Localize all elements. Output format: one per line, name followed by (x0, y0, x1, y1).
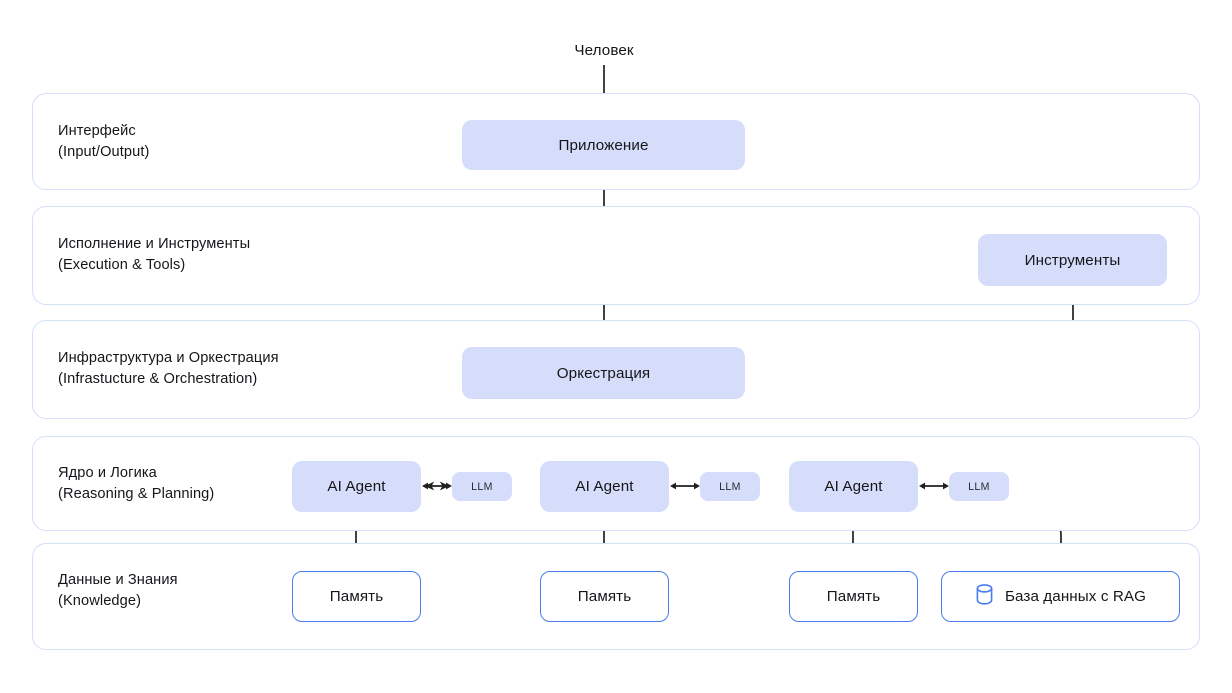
node-human[interactable]: Человек (574, 41, 634, 59)
agent-llm-link-1 (422, 481, 452, 491)
database-cylinder-icon (975, 583, 994, 610)
agent-llm-link-2 (670, 482, 700, 490)
layer-label-infrastructure: Инфраструктура и Оркестрация (Infrastuct… (58, 350, 279, 387)
agent-llm-link-3 (919, 482, 949, 490)
node-memory-1[interactable]: Память (292, 571, 421, 622)
layer-label-execution: Исполнение и Инструменты (Execution & To… (58, 236, 251, 273)
layer-label-interface: Интерфейс (Input/Output) (58, 123, 150, 160)
node-memory-3[interactable]: Память (789, 571, 918, 622)
node-ai-agent-3[interactable]: AI Agent (789, 461, 918, 512)
node-rag-database-label: База данных с RAG (1004, 588, 1147, 605)
node-ai-agent-1[interactable]: AI Agent (292, 461, 421, 512)
layer-label-knowledge: Данные и Знания (Knowledge) (58, 572, 178, 609)
node-memory-2[interactable]: Память (540, 571, 669, 622)
node-llm-2[interactable]: LLM (700, 472, 760, 501)
node-rag-database[interactable]: База данных с RAG (941, 571, 1180, 622)
layer-label-core: Ядро и Логика (Reasoning & Planning) (58, 465, 215, 502)
node-llm-3[interactable]: LLM (949, 472, 1009, 501)
node-orchestration[interactable]: Оркестрация (462, 347, 745, 399)
node-tools[interactable]: Инструменты (978, 234, 1167, 286)
node-application[interactable]: Приложение (462, 120, 745, 170)
node-llm-1[interactable]: LLM (452, 472, 512, 501)
node-ai-agent-2[interactable]: AI Agent (540, 461, 669, 512)
